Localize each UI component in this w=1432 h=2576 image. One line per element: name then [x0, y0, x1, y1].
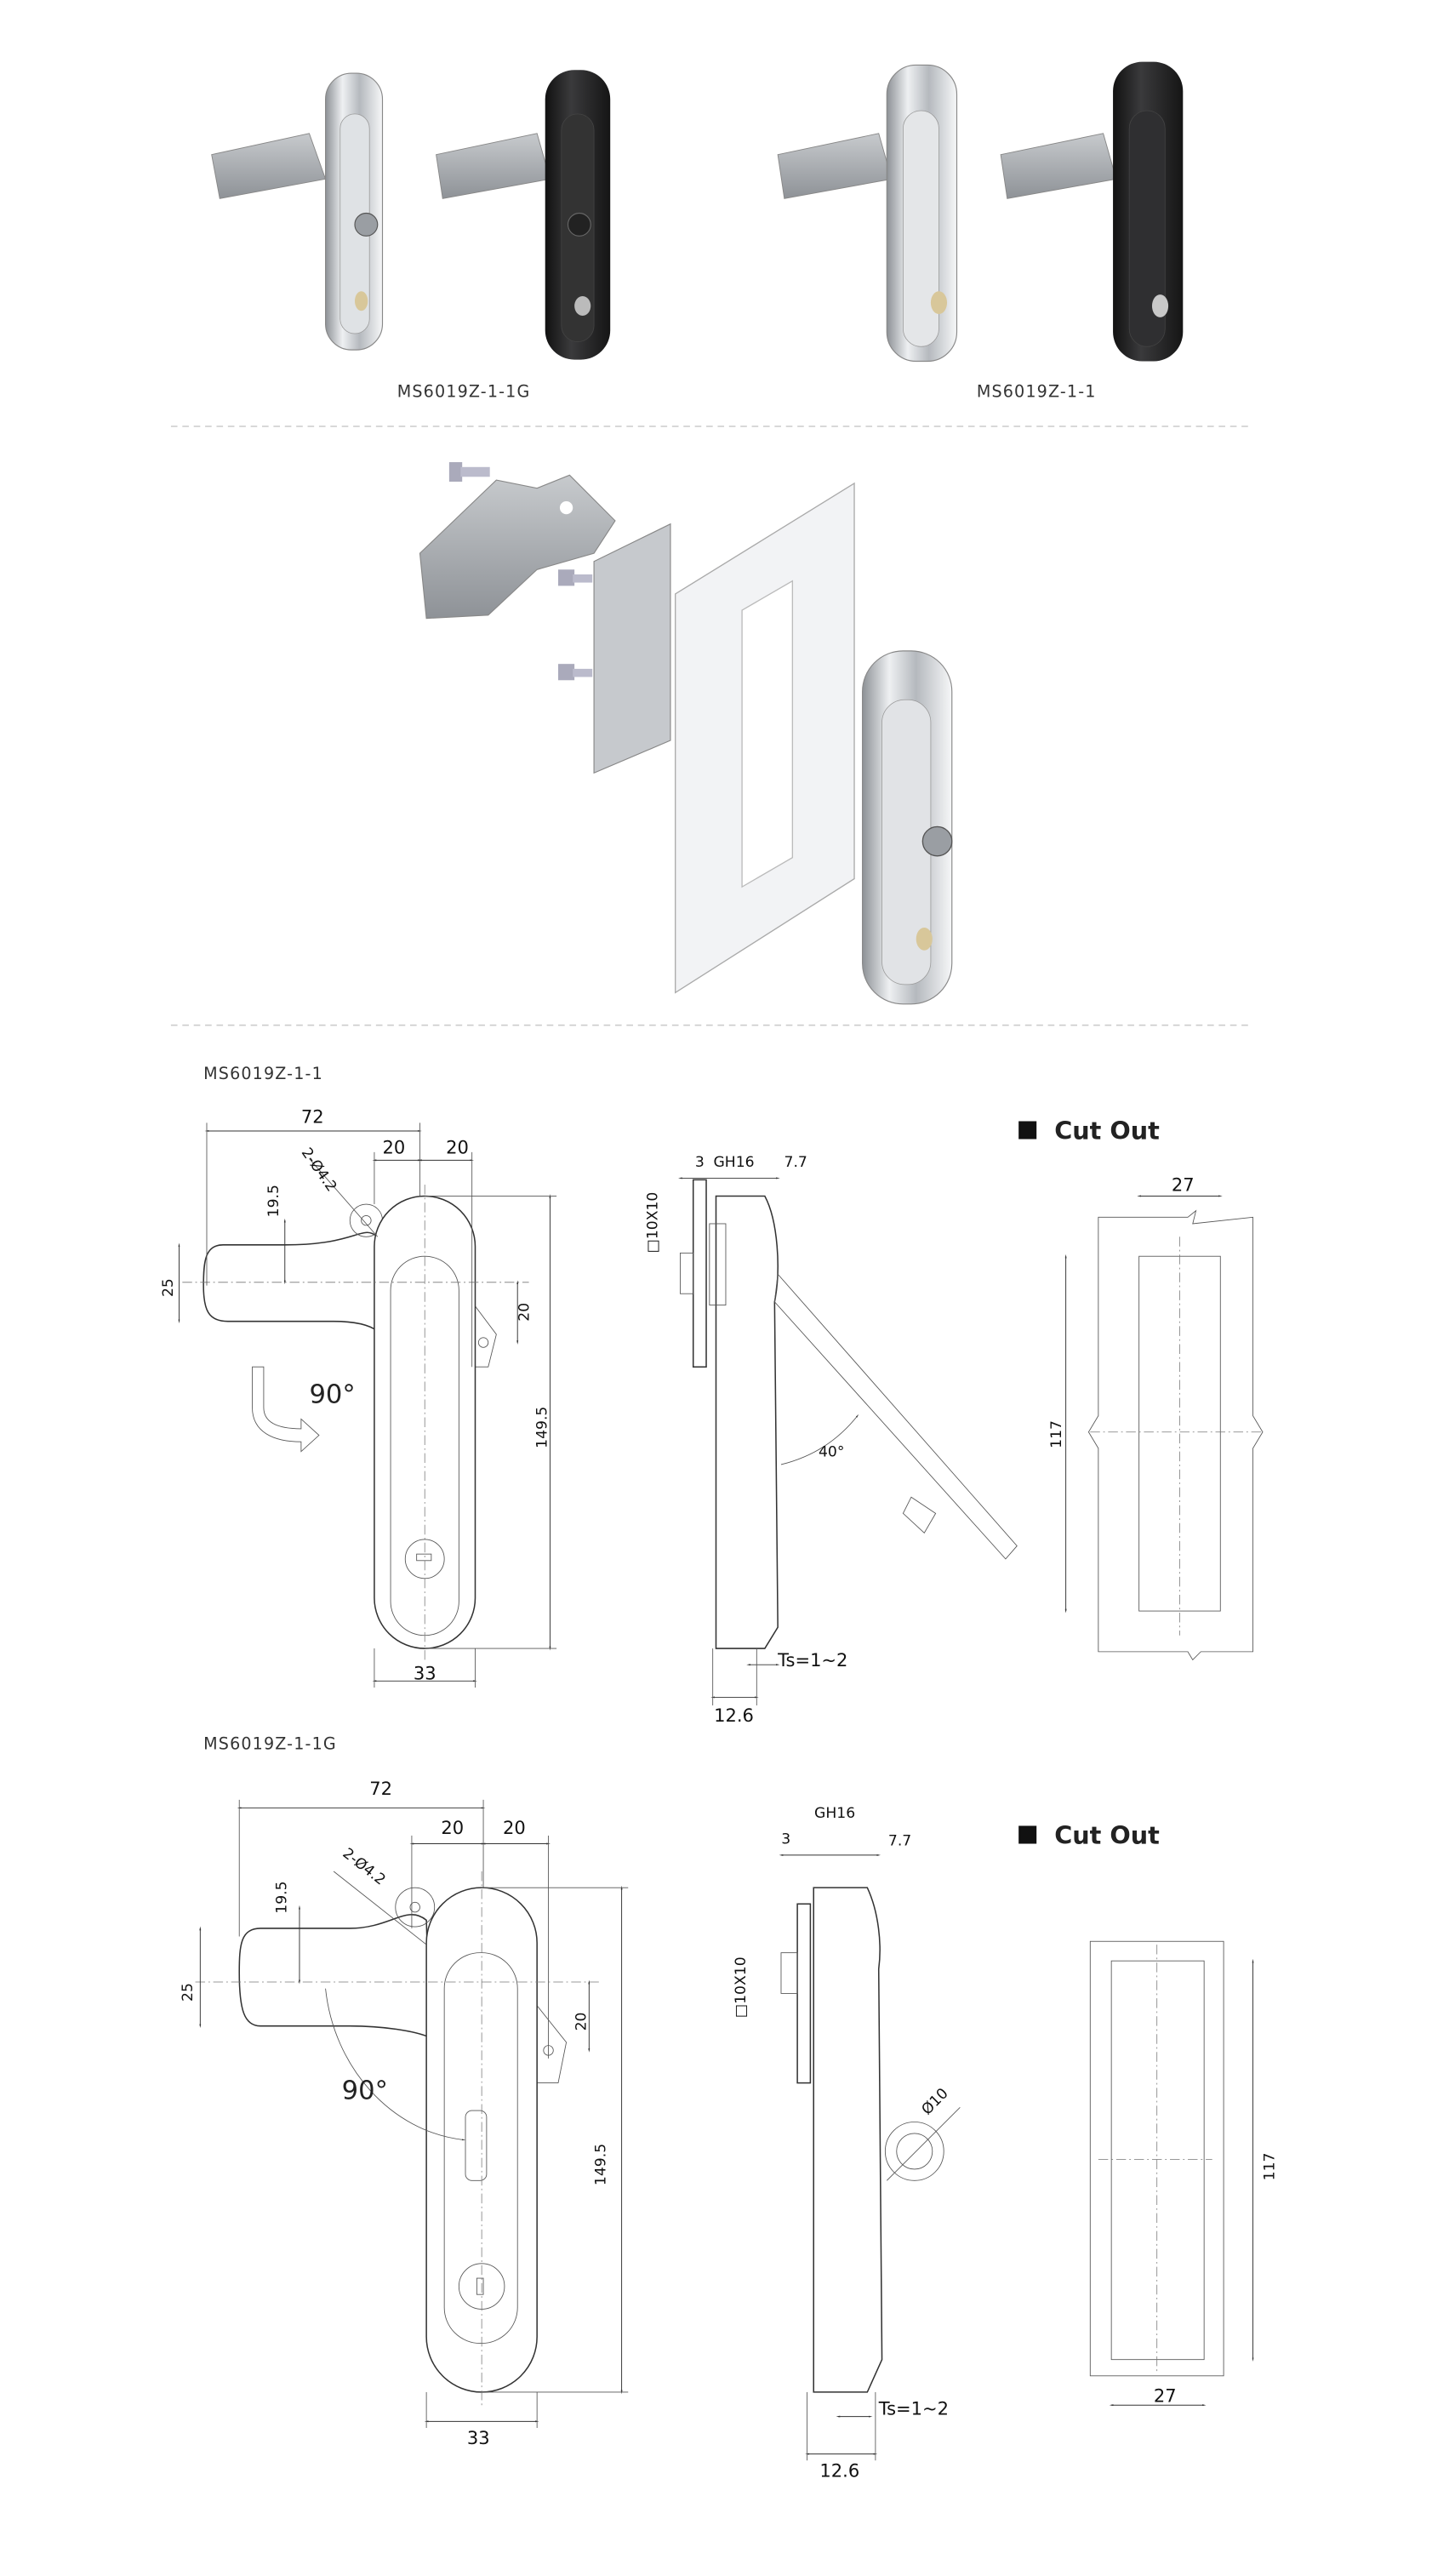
dimension-label: 33 — [467, 2427, 490, 2448]
cutout-heading: Cut Out — [1054, 1821, 1160, 1850]
dimension-label: 20 — [446, 1137, 469, 1158]
dimension-label: 25 — [160, 1278, 177, 1297]
dimension-label: 20 — [441, 1817, 464, 1838]
product-photo-black-1 — [1000, 61, 1184, 362]
cutout-heading: Cut Out — [1054, 1117, 1160, 1145]
screw-icon — [558, 569, 593, 586]
dimension-label: Ø10 — [918, 2085, 951, 2118]
dimension-label: 27 — [1154, 2385, 1177, 2406]
screw-icon — [448, 462, 490, 483]
dimension-label: 90° — [342, 2076, 388, 2106]
dimension-label: 2-Ø4.2 — [339, 1845, 389, 1888]
dimension-label: 20 — [383, 1137, 406, 1158]
product-photo-chrome-1g — [211, 72, 384, 351]
drawing-title: MS6019Z-1-1G — [203, 1734, 337, 1754]
square-bullet-icon — [1018, 1121, 1037, 1139]
product-photo-chrome-1 — [777, 64, 958, 363]
dimension-label: 7.7 — [888, 1832, 911, 1849]
photo-caption-right: MS6019Z-1-1 — [977, 382, 1097, 402]
dimension-label: 40° — [819, 1443, 844, 1460]
product-photo-black-1g — [436, 70, 611, 360]
rotation-arrow-icon — [325, 1988, 466, 2141]
dimension-label: Ts=1~2 — [777, 1649, 847, 1671]
photo-caption-left: MS6019Z-1-1G — [397, 382, 531, 402]
dimension-label: 20 — [516, 1303, 533, 1322]
dimension-label: 27 — [1172, 1174, 1195, 1196]
dimension-label: 7.7 — [784, 1154, 807, 1171]
dimension-label: 149.5 — [534, 1407, 551, 1448]
dimension-label: 3 — [781, 1831, 790, 1848]
square-bullet-icon — [1018, 1825, 1037, 1844]
lever-slot — [465, 2110, 488, 2181]
technical-drawing-ms6019z-1-1g: MS6019Z-1-1G 72 20 20 2-Ø4.2 19.5 25 20 … — [180, 1734, 1279, 2482]
screw-icon — [558, 664, 593, 681]
dimension-label: 149.5 — [592, 2144, 609, 2185]
dimension-label: 90° — [309, 1379, 355, 1409]
dimension-label: 25 — [180, 1983, 197, 2002]
technical-drawing-ms6019z-1-1: MS6019Z-1-1 72 20 20 2-Ø4.2 19.5 25 20 1… — [160, 1064, 1264, 1726]
dimension-label: GH16 — [814, 1805, 855, 1822]
dimension-label: □10X10 — [645, 1192, 662, 1254]
dimension-label: 12.6 — [714, 1705, 754, 1726]
dimension-label: 3 — [695, 1154, 705, 1171]
mounting-plate — [593, 523, 671, 774]
dimension-label: 2-Ø4.2 — [298, 1145, 340, 1195]
dimension-label: 20 — [573, 2013, 590, 2031]
exploded-assembly-view — [419, 462, 953, 1005]
dimension-label: 33 — [414, 1662, 436, 1683]
rotation-arrow-icon — [252, 1366, 320, 1453]
dimension-label: Ts=1~2 — [878, 2398, 949, 2419]
dimension-label: 72 — [301, 1105, 324, 1127]
drawing-title: MS6019Z-1-1 — [203, 1064, 323, 1083]
dimension-label: 19.5 — [265, 1185, 282, 1217]
dimension-label: 117 — [1261, 2153, 1278, 2181]
dimension-label: 19.5 — [274, 1881, 291, 1913]
dimension-label: 12.6 — [819, 2459, 859, 2481]
dimension-label: □10X10 — [733, 1956, 750, 2018]
dimension-label: 72 — [369, 1778, 392, 1799]
cutout-rect — [1110, 1960, 1205, 2361]
dimension-label: GH16 — [713, 1154, 754, 1171]
dimension-label: 117 — [1048, 1420, 1065, 1448]
dimension-label: 20 — [503, 1817, 526, 1838]
cam-bracket — [419, 474, 616, 620]
